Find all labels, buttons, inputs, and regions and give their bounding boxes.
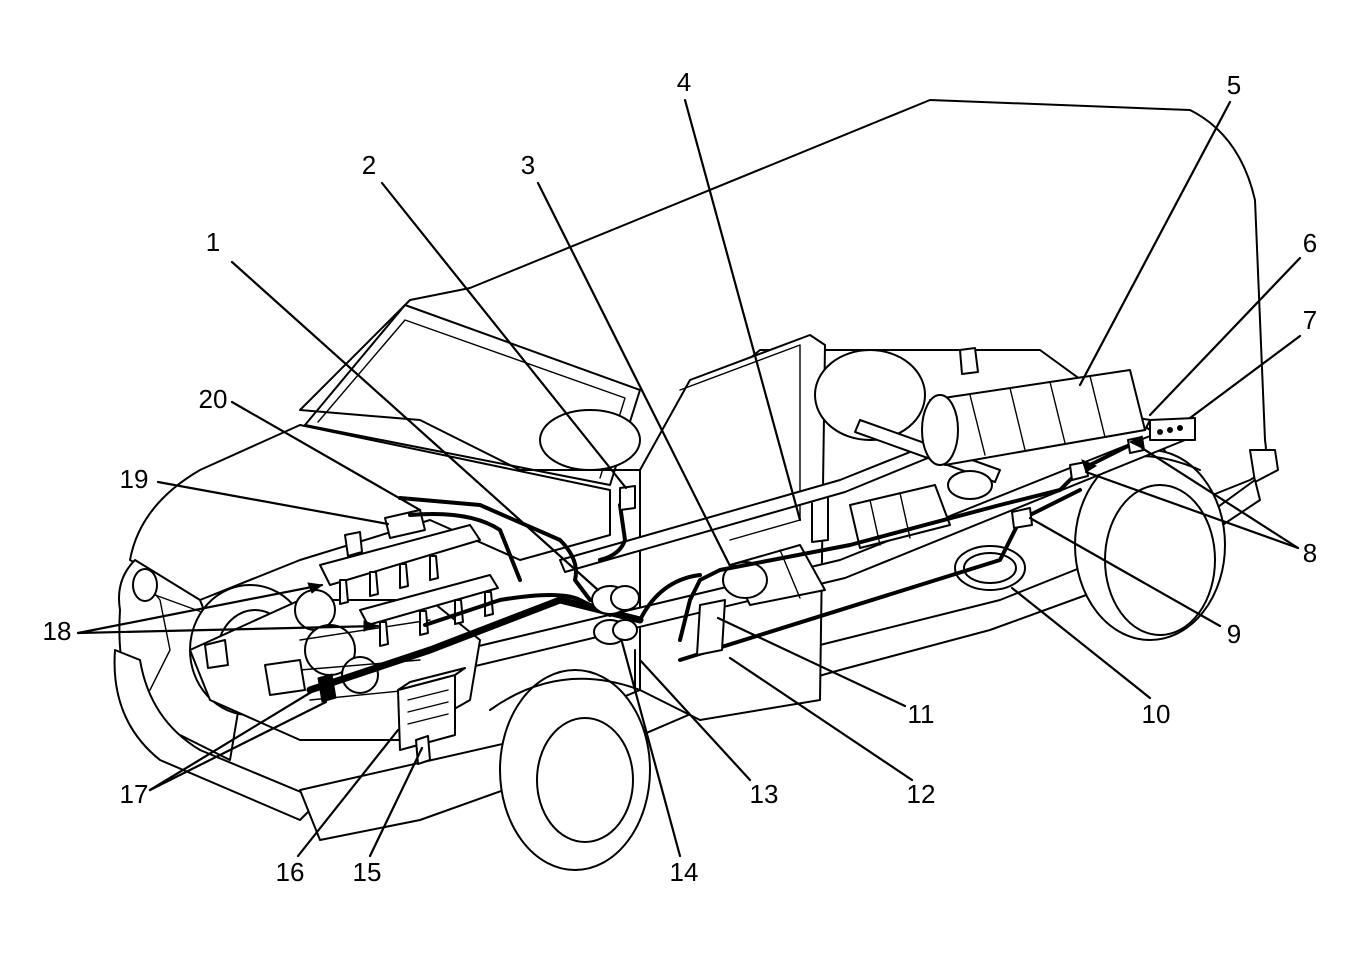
injectors	[339, 555, 494, 647]
callout-10: 10	[1142, 699, 1171, 729]
callout-12: 12	[907, 779, 936, 809]
connector-8a	[1069, 461, 1089, 481]
leader-4	[683, 98, 802, 522]
callout-11: 11	[908, 699, 935, 729]
rear-wheel-near	[1074, 449, 1226, 641]
callout-6: 6	[1303, 228, 1317, 258]
rear-cab-wheel	[539, 409, 641, 471]
leader-10	[1010, 586, 1152, 700]
leader-9	[1028, 516, 1222, 628]
pressure-regulator	[384, 509, 426, 539]
rear-wheel-far	[814, 349, 926, 441]
leader-17b	[148, 700, 328, 792]
leader-15	[368, 746, 424, 858]
leader-7	[1188, 334, 1302, 420]
callout-18: 18	[43, 616, 72, 646]
fuel-filter-lower	[593, 619, 638, 645]
fuel-tank-front	[722, 544, 826, 606]
main-fuel-line-b	[423, 593, 612, 627]
callout-15: 15	[353, 857, 382, 887]
fuel-rail-lower	[359, 574, 499, 626]
front-wheel-near	[489, 669, 651, 871]
leader-11	[716, 616, 907, 708]
leader-1	[230, 260, 600, 592]
callout-labels: 1 2 3 4 5 6 7 8 9 10 11 12 13 14 15 16 1…	[43, 67, 1318, 887]
callout-8: 8	[1303, 538, 1317, 568]
vapor-canister	[954, 545, 1026, 591]
leader-12	[728, 656, 914, 782]
fuel-filter-upper	[591, 585, 640, 615]
return-line	[398, 496, 592, 602]
fuel-rail-upper	[319, 524, 481, 586]
leader-19	[156, 480, 390, 526]
leader-8b	[1140, 446, 1300, 550]
callout-16: 16	[276, 857, 305, 887]
module-bracket	[415, 735, 431, 765]
leader-14	[620, 640, 682, 858]
control-module	[397, 667, 466, 765]
leader-6	[1148, 256, 1302, 417]
bracket-2	[619, 485, 636, 511]
vehicle-body	[113, 99, 1279, 871]
callout-1: 1	[206, 227, 220, 257]
callout-9: 9	[1227, 619, 1241, 649]
callout-19: 19	[120, 464, 149, 494]
fuel-lines	[306, 436, 1145, 703]
rear-lamp	[1249, 449, 1279, 483]
leader-18b	[76, 624, 380, 635]
callout-20: 20	[199, 384, 228, 414]
callout-4: 4	[677, 67, 691, 97]
leader-8a	[1084, 470, 1300, 550]
callout-14: 14	[670, 857, 699, 887]
leader-18a	[76, 583, 324, 635]
cab-roof	[299, 99, 1267, 501]
windshield	[304, 304, 641, 486]
fuel-tank-center	[849, 470, 993, 549]
leader-13	[638, 658, 752, 782]
callout-17: 17	[120, 779, 149, 809]
leader-20	[230, 400, 422, 512]
bracket-11	[696, 599, 726, 656]
fuel-tank-rear	[921, 347, 1146, 466]
hood	[129, 424, 611, 601]
callout-2: 2	[362, 150, 376, 180]
leader-5	[1078, 100, 1232, 387]
leader-17a	[148, 686, 320, 792]
connector-9	[1011, 507, 1033, 529]
leader-2	[380, 181, 628, 490]
leader-16	[296, 728, 400, 858]
callout-3: 3	[521, 150, 535, 180]
leader-lines	[76, 98, 1302, 858]
leader-3	[536, 181, 732, 568]
callout-13: 13	[750, 779, 779, 809]
callout-7: 7	[1303, 305, 1317, 335]
callout-5: 5	[1227, 70, 1241, 100]
